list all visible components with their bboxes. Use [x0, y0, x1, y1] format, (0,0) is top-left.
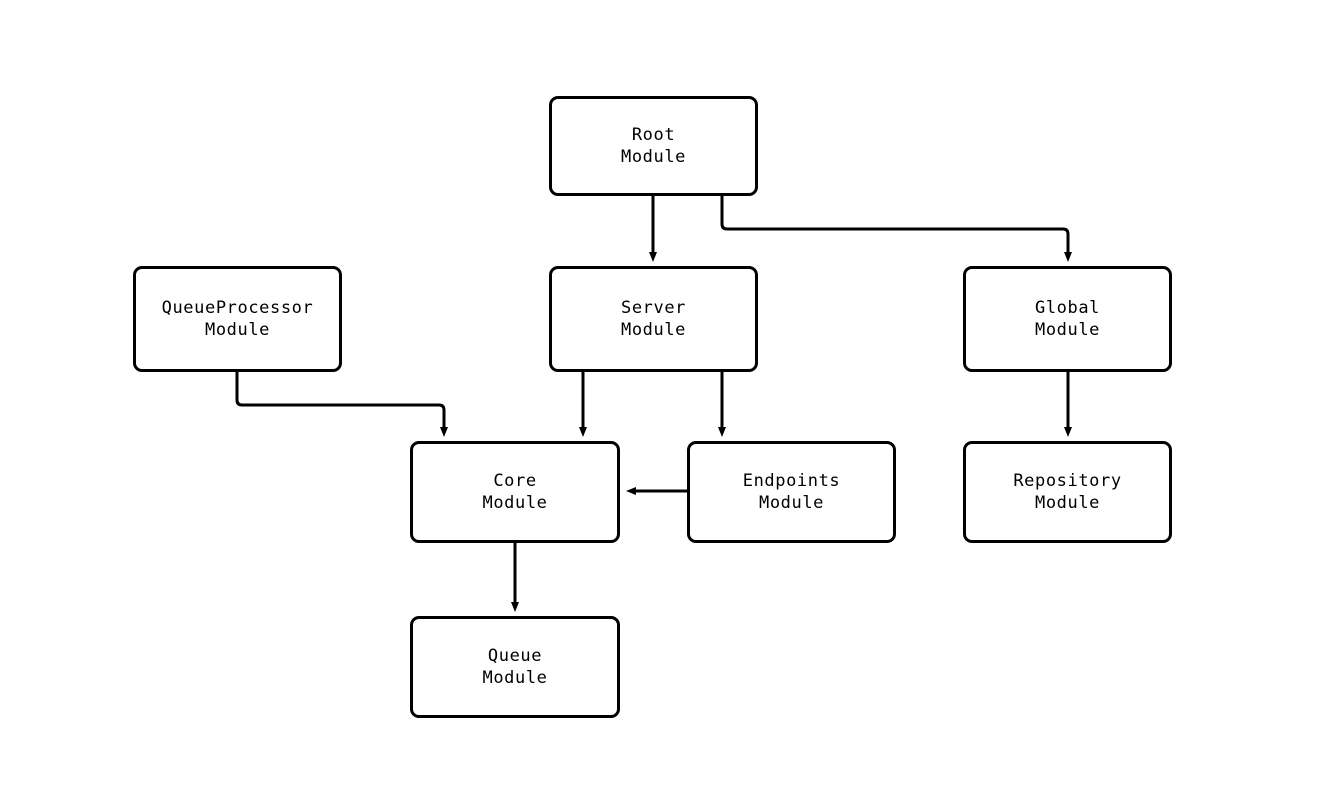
node-queueprocessor-name: QueueProcessor	[161, 298, 314, 318]
node-repository-name: Repository	[1013, 471, 1122, 491]
node-repository-suffix: Module	[1034, 493, 1100, 513]
node-server-suffix: Module	[620, 320, 686, 340]
node-queue-suffix: Module	[482, 668, 548, 688]
node-queueprocessor-suffix: Module	[204, 320, 270, 340]
node-global-suffix: Module	[1034, 320, 1100, 340]
node-endpoints-suffix: Module	[758, 493, 824, 513]
node-core-suffix: Module	[482, 493, 548, 513]
node-core-name: Core	[493, 471, 537, 491]
node-server-name: Server	[620, 298, 686, 318]
node-root-name: Root	[631, 125, 676, 145]
node-root-suffix: Module	[620, 147, 686, 167]
node-global-name: Global	[1034, 298, 1100, 318]
node-endpoints-name: Endpoints	[742, 471, 841, 491]
edge-root-to-global	[720, 196, 1072, 262]
edge-queueprocessor-to-core	[235, 372, 448, 437]
node-queue-name: Queue	[487, 646, 543, 666]
edges-group	[235, 196, 1072, 612]
